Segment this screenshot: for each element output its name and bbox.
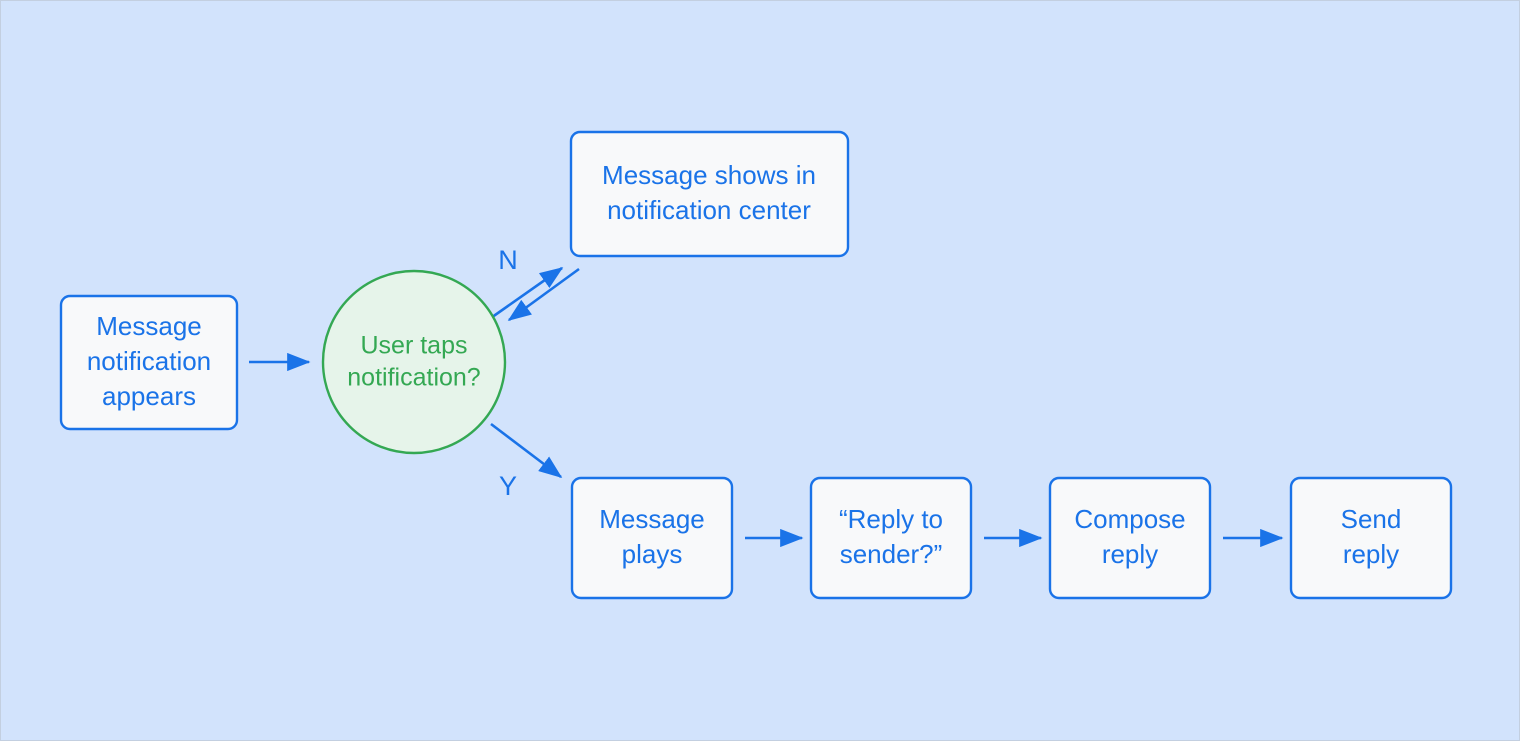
- node-user-taps-notification[interactable]: User taps notification?: [321, 269, 507, 455]
- node-box-send-reply[interactable]: [1289, 476, 1453, 600]
- node-box-reply-to-sender[interactable]: [809, 476, 973, 600]
- node-compose-reply[interactable]: Compose reply: [1048, 476, 1212, 600]
- node-message-notification-appears[interactable]: Message notification appears: [59, 294, 239, 431]
- node-box-message-shows-in-notification-center[interactable]: [569, 130, 850, 258]
- node-label-line: Message shows in: [602, 160, 816, 190]
- node-box-compose-reply[interactable]: [1048, 476, 1212, 600]
- node-label-line: Message: [599, 504, 705, 534]
- edge-notification-center-to-decision: [507, 267, 580, 322]
- node-label-line: User taps: [361, 332, 468, 360]
- node-circle-user-taps-notification[interactable]: [321, 269, 507, 455]
- node-label-line: notification: [87, 346, 211, 376]
- node-label-line: reply: [1343, 539, 1399, 569]
- node-label-line: notification center: [607, 195, 811, 225]
- node-label-line: reply: [1102, 539, 1158, 569]
- node-send-reply[interactable]: Send reply: [1289, 476, 1453, 600]
- edge-decision-to-message-plays: [490, 422, 563, 479]
- node-label-line: plays: [622, 539, 683, 569]
- edge-group: [249, 266, 1284, 548]
- node-message-plays[interactable]: Message plays: [570, 476, 734, 600]
- node-label-line: Compose: [1074, 504, 1185, 534]
- edge-decision-to-notification-center: [487, 266, 564, 322]
- node-reply-to-sender[interactable]: “Reply to sender?”: [809, 476, 973, 600]
- node-label-line: Message: [96, 311, 202, 341]
- edge-label-yes: Y: [499, 471, 517, 501]
- node-label-line: notification?: [347, 364, 480, 392]
- node-label-line: appears: [102, 381, 196, 411]
- node-message-shows-in-notification-center[interactable]: Message shows in notification center: [569, 130, 850, 258]
- node-box-message-plays[interactable]: [570, 476, 734, 600]
- node-box-message-notification-appears[interactable]: [59, 294, 239, 431]
- node-label-line: Send: [1341, 504, 1402, 534]
- node-label-line: “Reply to: [839, 504, 943, 534]
- node-label-line: sender?”: [840, 539, 943, 569]
- edge-label-no: N: [498, 245, 518, 275]
- edge-label-group: N Y: [498, 245, 518, 501]
